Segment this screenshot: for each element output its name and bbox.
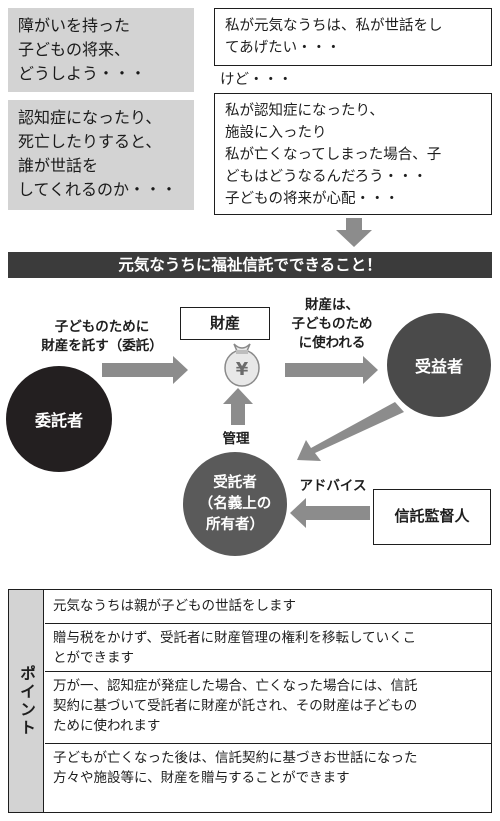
worry-box-future: 障がいを持った 子どもの将来、 どうしよう・・・: [8, 8, 194, 92]
points-heading: ポイント: [17, 665, 36, 737]
beneficiary-label: 受益者: [414, 357, 463, 376]
entrust-label: 子どものために 財産を託す（委託）: [41, 319, 163, 354]
point-item: 万が一、認知症が発症した場合、亡くなった場合には、信託 契約に基づいて受託者に財…: [45, 672, 491, 744]
point-item: 贈与税をかけず、受託者に財産管理の権利を移転していくこ とができます: [45, 624, 491, 672]
yen-symbol: ¥: [236, 359, 249, 380]
points-heading-cell: ポイント: [9, 590, 44, 812]
beneficiary-circle: 受益者: [387, 313, 491, 417]
settlor-label: 委託者: [34, 411, 83, 430]
arrow-right-entrust: [102, 356, 188, 384]
supervisor-box: 信託監督人: [373, 489, 491, 545]
advice-label: アドバイス: [299, 478, 367, 494]
manage-label: 管理: [222, 431, 250, 447]
used-for-child-label: 財産は、 子どものため に使われる: [291, 297, 373, 351]
arrow-up-manage: [223, 388, 253, 425]
down-arrow-icon: [336, 218, 372, 247]
points-table: ポイント 元気なうちは親が子どもの世話をします 贈与税をかけず、受託者に財産管理…: [8, 589, 492, 813]
property-box: 財産: [180, 307, 270, 340]
trustee-circle: 受託者 （名義上の 所有者）: [183, 452, 287, 556]
section-banner: 元気なうちに福祉信託でできること！: [8, 252, 492, 278]
point-item: 子どもが亡くなった後は、信託契約に基づきお世話になった 方々や施設等に、財産を贈…: [53, 750, 418, 786]
arrow-right-used: [285, 356, 378, 384]
trustee-label: 受託者 （名義上の 所有者）: [198, 474, 272, 533]
thought-box-care: 私が元気なうちは、私が世話をし てあげたい・・・: [214, 8, 492, 66]
thought-box-worry: 私が認知症になったり、 施設に入ったり 私が亡くなってしまった場合、子 どもはど…: [214, 93, 492, 215]
arrow-diagonal-benefit: [297, 402, 404, 461]
arrow-left-advice: [290, 498, 370, 528]
settlor-circle: 委託者: [6, 366, 112, 472]
money-bag-icon: ¥: [224, 343, 260, 387]
but-text: けど・・・: [220, 72, 293, 88]
point-item: 元気なうちは親が子どもの世話をします: [45, 590, 491, 624]
diagram-arrows: [102, 356, 404, 528]
worry-box-caregiver: 認知症になったり、 死亡したりすると、 誰が世話を してくれるのか・・・: [8, 100, 194, 210]
